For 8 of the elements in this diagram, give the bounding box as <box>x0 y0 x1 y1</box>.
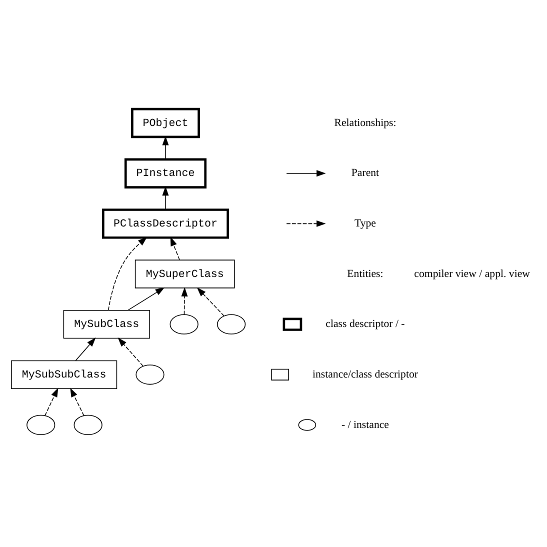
legend-label: class descriptor / - <box>326 318 405 330</box>
legend-label: - / instance <box>341 418 389 430</box>
label: Entities: <box>347 267 384 280</box>
legend-label: instance/class descriptor <box>312 368 418 380</box>
legend-label: Type <box>354 217 376 230</box>
label: compiler view / appl. view <box>414 267 530 280</box>
legend-label: Parent <box>351 166 380 179</box>
label: Relationships: <box>334 116 396 128</box>
